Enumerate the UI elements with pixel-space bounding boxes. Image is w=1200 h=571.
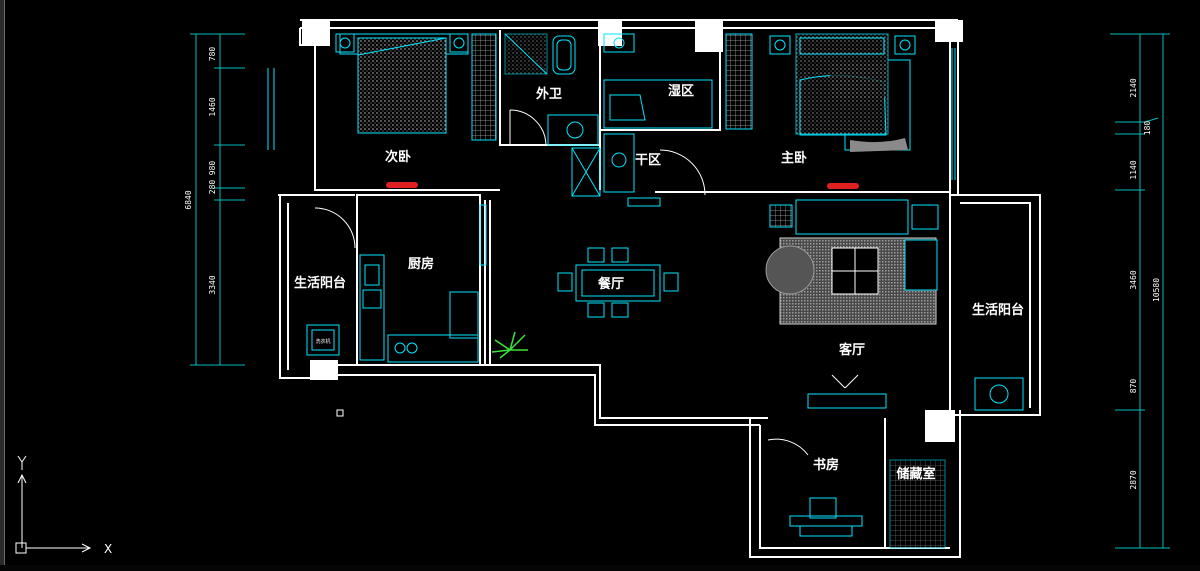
label-dining-room: 餐厅 <box>597 276 624 292</box>
label-kitchen: 厨房 <box>408 256 434 272</box>
room-labels: 次卧 外卫 湿区 干区 主卧 生活阳台 厨房 餐厅 客厅 生活阳台 书房 储藏室… <box>294 84 1024 482</box>
furniture <box>267 33 1024 549</box>
dim-right-1: 1140 <box>1129 160 1138 179</box>
dim-left-total: 6840 <box>184 190 193 209</box>
dim-right-0: 2140 <box>1129 78 1138 97</box>
point-marker <box>336 409 344 417</box>
left-edge-line <box>4 0 5 571</box>
label-balcony-right: 生活阳台 <box>972 302 1024 318</box>
plant-icon <box>491 331 528 359</box>
label-washing-machine: 洗衣机 <box>315 338 330 345</box>
dim-right-total: 10580 <box>1152 278 1161 302</box>
label-guest-bathroom: 外卫 <box>535 86 562 102</box>
label-storage-room: 储藏室 <box>895 466 935 482</box>
ucs-axis-icon <box>15 455 92 554</box>
dim-left-1: 1460 <box>208 97 217 116</box>
left-scroll-edge <box>0 0 4 571</box>
label-balcony-left: 生活阳台 <box>294 275 346 291</box>
label-master-bedroom: 主卧 <box>781 150 807 166</box>
dim-right-3: 870 <box>1129 379 1138 394</box>
dim-left-3: 280 <box>208 180 217 195</box>
dimension-text: 780 1460 980 280 3340 6840 2140 180 1140… <box>184 47 1161 490</box>
dim-right-small: 180 <box>1143 121 1152 136</box>
decor <box>491 62 908 359</box>
label-living-room: 客厅 <box>839 342 865 358</box>
label-second-bedroom: 次卧 <box>385 149 411 165</box>
label-wet-zone: 湿区 <box>668 84 694 99</box>
walls <box>278 19 1041 558</box>
ucs-x-label: X <box>104 542 112 556</box>
label-dry-zone: 干区 <box>635 153 661 168</box>
dim-left-4: 3340 <box>208 275 217 294</box>
heater-markers <box>386 182 859 189</box>
label-study: 书房 <box>813 457 839 473</box>
dim-left-0: 780 <box>208 47 217 62</box>
dim-right-2: 3460 <box>1129 270 1138 289</box>
command-line-strip <box>0 565 1200 571</box>
dim-left-2: 980 <box>208 161 217 176</box>
wall-columns <box>302 20 963 442</box>
dimension-lines <box>190 33 1170 549</box>
dim-right-4: 2870 <box>1129 470 1138 489</box>
